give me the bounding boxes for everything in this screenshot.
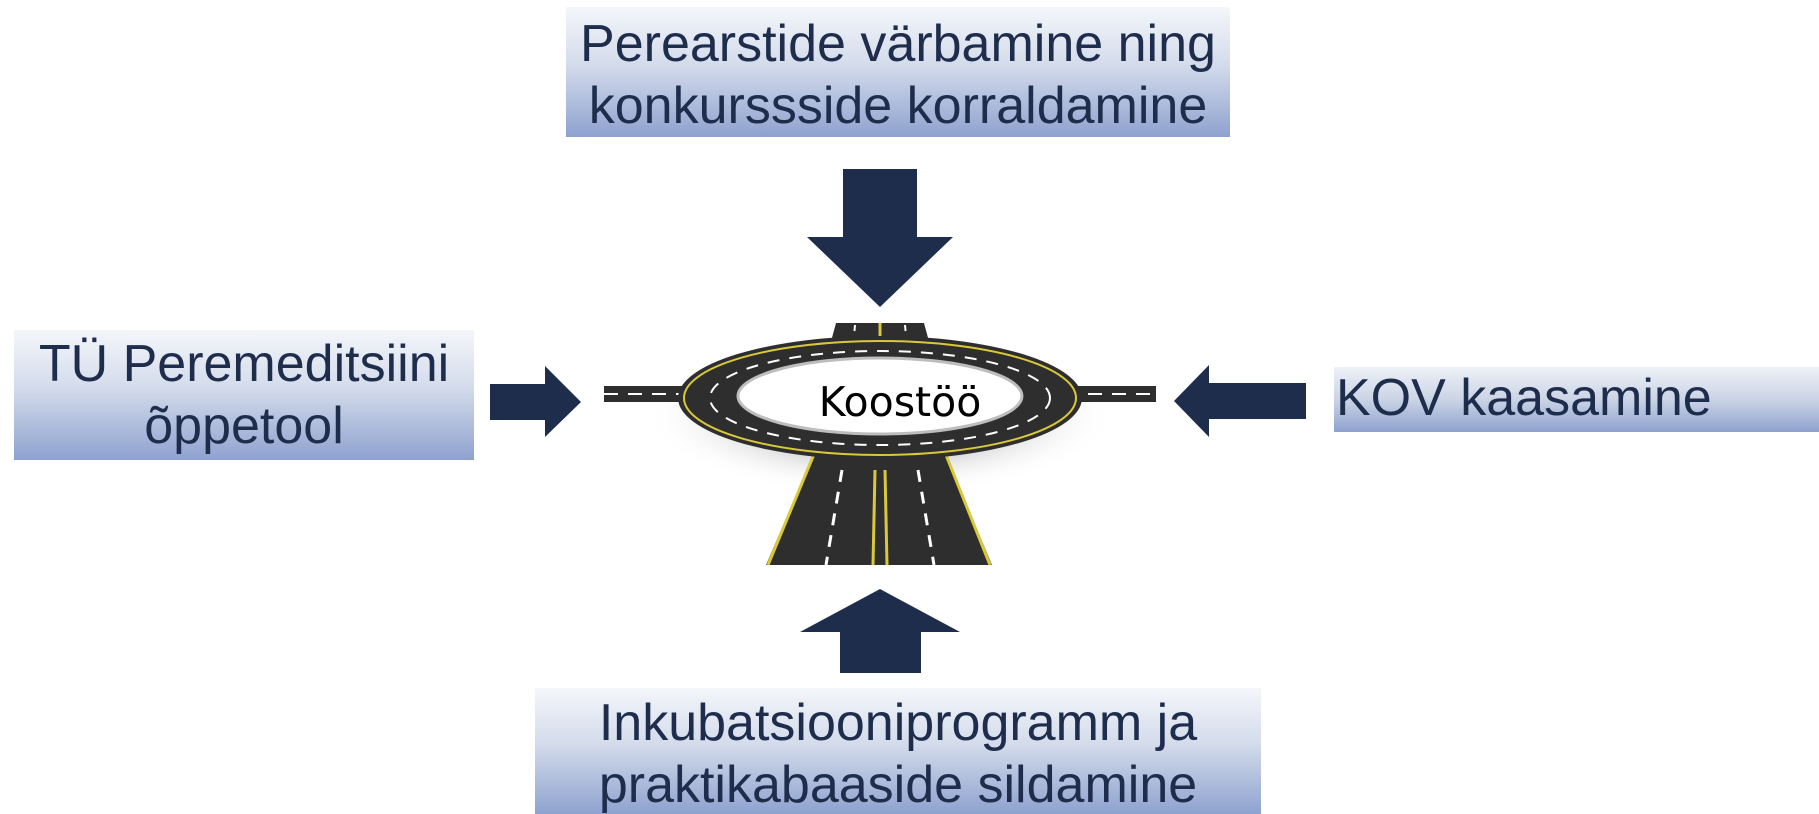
- arrow-left-icon: [1174, 365, 1306, 437]
- arrow-right-icon: [490, 366, 581, 437]
- right-box: KOV kaasamine: [1334, 367, 1819, 432]
- center-label: Koostöö: [818, 378, 982, 426]
- top-box: Perearstide värbamine ning konkurssside …: [566, 7, 1230, 137]
- left-box: TÜ Peremeditsiini õppetool: [14, 330, 474, 460]
- bottom-box-line-2: praktikabaaside sildamine: [598, 756, 1198, 814]
- roundabout-road-illustration: [604, 323, 1156, 565]
- arrow-up-icon: [800, 589, 960, 673]
- bottom-box: Inkubatsiooniprogramm ja praktikabaaside…: [535, 688, 1261, 814]
- top-box-line-2: konkurssside korraldamine: [588, 77, 1208, 135]
- arrow-down-icon: [807, 169, 953, 307]
- bottom-box-line-1: Inkubatsiooniprogramm ja: [598, 694, 1198, 752]
- right-box-line-1: KOV kaasamine: [1336, 369, 1712, 427]
- top-box-line-1: Perearstide värbamine ning: [580, 15, 1216, 73]
- left-box-line-2: õppetool: [144, 397, 344, 455]
- left-box-line-1: TÜ Peremeditsiini: [38, 335, 450, 393]
